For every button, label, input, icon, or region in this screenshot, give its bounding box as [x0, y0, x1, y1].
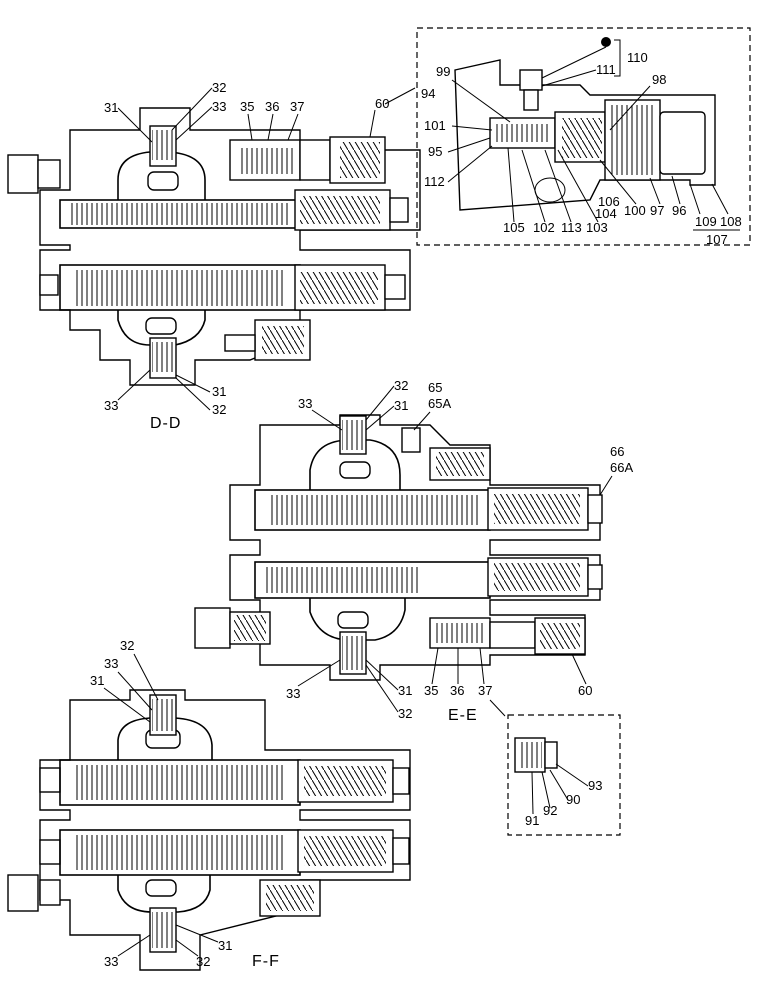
label-98: 98 [652, 72, 666, 87]
label-31: 31 [398, 683, 412, 698]
label-94: 94 [421, 86, 435, 101]
label-112: 112 [424, 174, 445, 189]
section-title-ee: E-E [448, 707, 478, 724]
label-32: 32 [120, 638, 134, 653]
label-32: 32 [196, 954, 210, 969]
label-31: 31 [104, 100, 118, 115]
label-36: 36 [450, 683, 464, 698]
label-65: 65 [428, 380, 442, 395]
label-109: 109 [695, 214, 717, 229]
label-31: 31 [394, 398, 408, 413]
label-33: 33 [104, 656, 118, 671]
label-33: 33 [212, 99, 226, 114]
label-33: 33 [104, 398, 118, 413]
label-93: 93 [588, 778, 602, 793]
label-96: 96 [672, 203, 686, 218]
detail-box-small: 93 90 92 91 [489, 699, 621, 836]
label-66a: 66A [610, 460, 633, 475]
label-104: 104 [595, 206, 617, 221]
label-33: 33 [104, 954, 118, 969]
section-ff: 32 33 31 33 32 31 F-F [7, 638, 411, 971]
label-106: 106 [598, 194, 620, 209]
label-103: 103 [586, 220, 608, 235]
label-90: 90 [566, 792, 580, 807]
marker-dot-icon [601, 37, 611, 47]
label-32: 32 [212, 402, 226, 417]
label-97: 97 [650, 203, 664, 218]
label-33: 33 [286, 686, 300, 701]
label-32: 32 [212, 80, 226, 95]
label-100: 100 [624, 203, 646, 218]
label-31: 31 [212, 384, 226, 399]
label-108: 108 [720, 214, 742, 229]
label-111: 111 [596, 62, 616, 77]
label-99: 99 [436, 64, 450, 79]
label-102: 102 [533, 220, 555, 235]
label-35: 35 [240, 99, 254, 114]
section-ee: 32 33 31 65 65A 66 66A 33 31 32 35 36 37… [194, 378, 633, 724]
label-65a: 65A [428, 396, 451, 411]
label-110: 110 [627, 50, 648, 65]
section-dd: 31 32 33 35 36 37 60 33 31 32 D-D [7, 80, 421, 432]
label-35: 35 [424, 683, 438, 698]
label-66: 66 [610, 444, 624, 459]
detail-box-top: 110 111 99 98 94 101 95 112 106 105 102 … [416, 27, 751, 247]
label-60: 60 [375, 96, 389, 111]
label-31: 31 [90, 673, 104, 688]
label-32: 32 [394, 378, 408, 393]
label-95: 95 [428, 144, 442, 159]
label-91: 91 [525, 813, 539, 828]
label-107: 107 [706, 232, 728, 247]
label-92: 92 [543, 803, 557, 818]
section-title-ff: F-F [252, 953, 280, 970]
section-title-dd: D-D [150, 415, 181, 432]
label-113: 113 [561, 220, 582, 235]
label-32: 32 [398, 706, 412, 721]
label-37: 37 [478, 683, 492, 698]
label-105: 105 [503, 220, 525, 235]
label-37: 37 [290, 99, 304, 114]
label-33: 33 [298, 396, 312, 411]
label-36: 36 [265, 99, 279, 114]
label-101: 101 [424, 118, 446, 133]
label-60: 60 [578, 683, 592, 698]
label-31: 31 [218, 938, 232, 953]
